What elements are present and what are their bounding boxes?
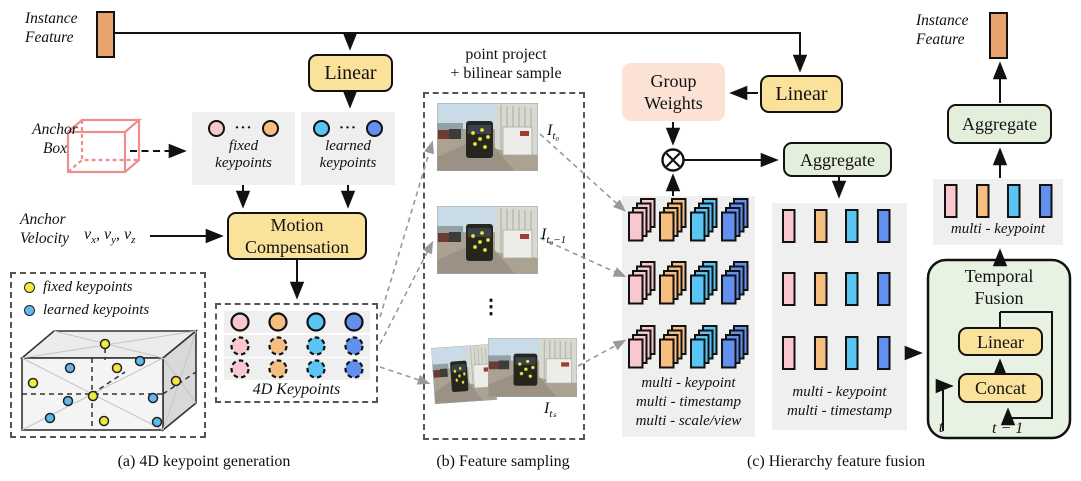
caption-b: (b) Feature sampling (436, 453, 570, 470)
multiply-icon (661, 148, 685, 172)
linear-box-c: Linear (760, 75, 843, 113)
t-minus-1-label: t − 1 (992, 420, 1024, 437)
caption-c: (c) Hierarchy feature fusion (746, 453, 926, 470)
learned-keypoints-panel: ··· learned keypoints (301, 112, 395, 185)
instance-feature-bar-right (989, 12, 1008, 59)
learned-keypoint-dot (24, 305, 35, 316)
temporal-fusion-title: Temporal Fusion (964, 266, 1034, 308)
legend-item-learned: learned keypoints (24, 302, 149, 319)
aggregate-box-right: Aggregate (947, 104, 1052, 144)
right-feature-label: multi - keypoint (950, 221, 1046, 237)
velocity-value: vx, vy, vz (84, 226, 136, 247)
legend-item-fixed: fixed keypoints (24, 279, 133, 296)
image-label-ts: Itₛ (544, 400, 557, 421)
instance-feature-label-left: Instance Feature (25, 10, 78, 46)
motion-compensation-box: Motion Compensation (227, 212, 367, 260)
anchor-velocity-label: Anchor Velocity (20, 211, 70, 247)
4d-keypoints-label: 4D Keypoints (252, 381, 341, 398)
fixed-keypoint-dot (24, 282, 35, 293)
caption-a: (a) 4D keypoint generation (117, 453, 291, 470)
t-label: t (938, 419, 944, 436)
tf-concat-box: Concat (958, 373, 1043, 403)
legend-learned-label: learned keypoints (43, 302, 150, 318)
learned-keypoint-circle-cyan (312, 120, 330, 137)
group-weights-box: Group Weights (622, 63, 725, 121)
learned-keypoints-label: learned keypoints (319, 138, 377, 171)
aggregate-box-c: Aggregate (783, 142, 892, 177)
stack-feature-labels: multi - keypoint multi - timestamp multi… (635, 375, 742, 429)
legend-fixed-label: fixed keypoints (43, 279, 133, 295)
ellipsis: ··· (234, 120, 253, 136)
vertical-ellipsis: ⋮ (481, 296, 501, 318)
anchor-box-label: Anchor Box (32, 121, 78, 157)
fixed-keypoint-circle-orange (261, 120, 279, 137)
learned-keypoint-circle-blue (366, 120, 383, 137)
keypoint-legend-box (10, 272, 206, 438)
fixed-keypoint-circle-pink (208, 120, 226, 137)
ellipsis: ··· (338, 120, 357, 136)
4d-keypoints-box (215, 303, 378, 403)
fixed-keypoints-label: fixed keypoints (215, 138, 272, 171)
instance-feature-label-right: Instance Feature (916, 12, 969, 48)
linear-box-a: Linear (308, 54, 393, 92)
mid-feature-labels: multi - keypoint multi - timestamp (787, 384, 892, 419)
tf-linear-box: Linear (958, 327, 1043, 356)
fixed-keypoints-panel: ··· fixed keypoints (192, 112, 295, 185)
image-label-t0-1: It₀−1 (541, 226, 567, 247)
image-label-t0: It₀ (547, 122, 560, 143)
feature-sampling-box (423, 92, 585, 440)
feature-sampling-title: point project + bilinear sample (450, 46, 562, 82)
